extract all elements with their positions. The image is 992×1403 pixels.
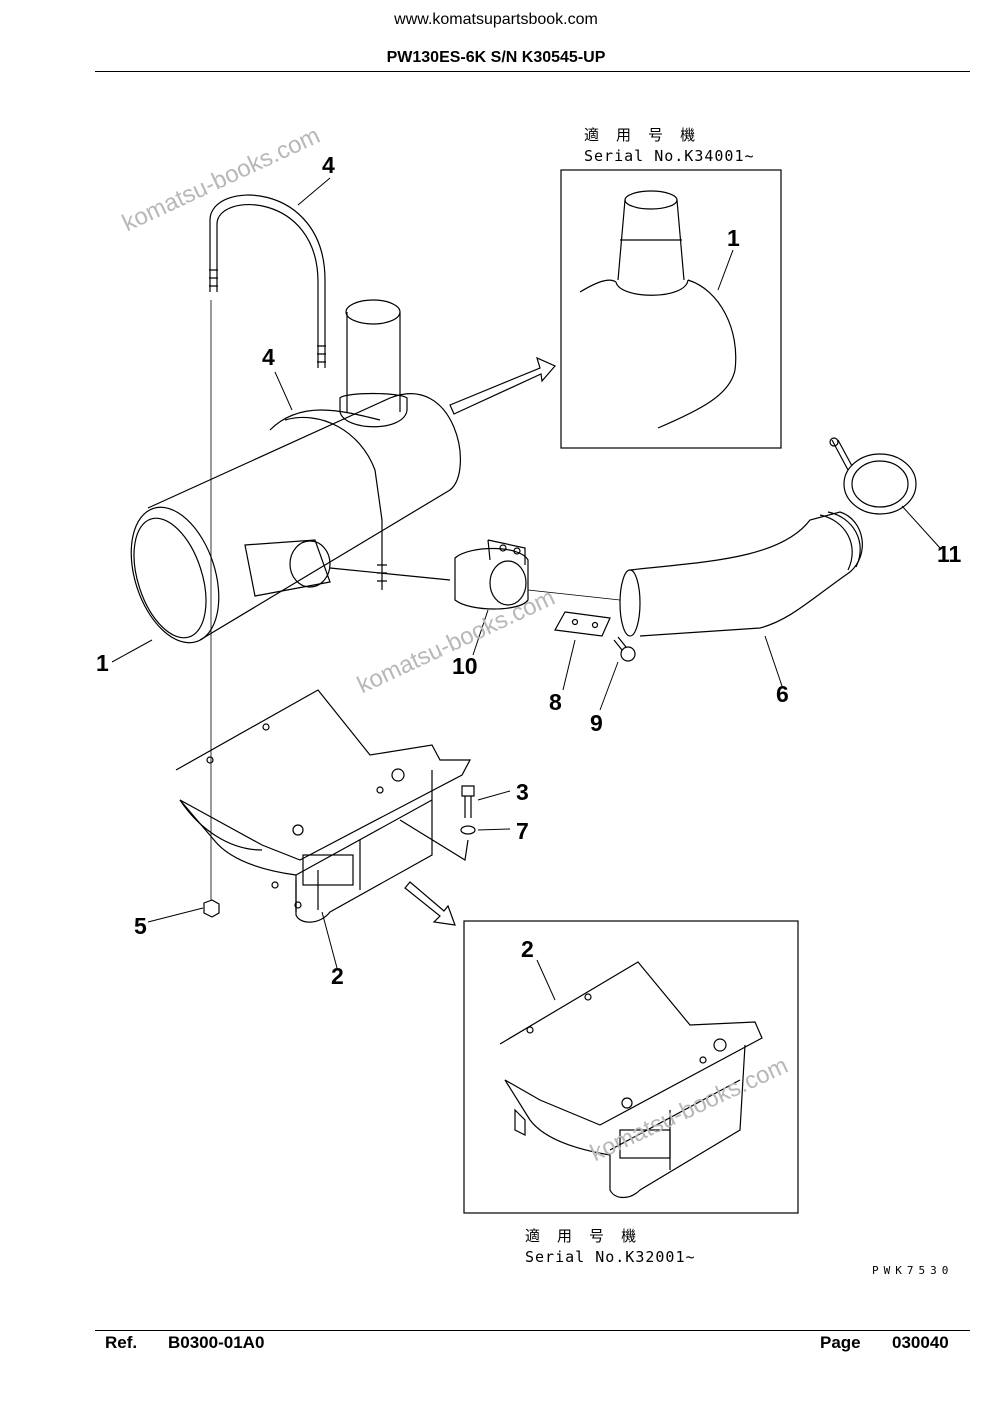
hose (619, 511, 863, 637)
band (284, 416, 387, 590)
callout-1: 1 (96, 650, 109, 676)
drawing-code: PWK7530 (872, 1264, 954, 1277)
u-bolt (209, 194, 326, 900)
inset-upper-cleaner (579, 190, 737, 429)
inset-lower-serial: Serial No.K32001~ (525, 1248, 696, 1266)
plate (554, 611, 611, 637)
callout-7: 7 (516, 818, 529, 844)
callout-2: 2 (331, 963, 344, 989)
ref-value: B0300-01A0 (168, 1333, 265, 1352)
ref-label: Ref. (105, 1333, 138, 1352)
inset-lower-jp-label: 適 用 号 機 (525, 1227, 641, 1245)
callout-5: 5 (134, 913, 147, 939)
callout-3: 3 (516, 779, 529, 805)
inset-upper-jp-label: 適 用 号 機 (584, 126, 700, 144)
inset-lower-bracket (499, 961, 763, 1199)
callout-9: 9 (590, 710, 603, 736)
arrow-to-inset-upper (449, 356, 556, 415)
air-cleaner-body (130, 393, 461, 644)
callout-4-lower: 4 (262, 344, 275, 370)
bracket (175, 689, 471, 923)
callout-1-inset: 1 (727, 225, 740, 251)
leader-lines (111, 177, 941, 1001)
nut (203, 899, 220, 918)
callout-4-upper: 4 (322, 152, 335, 178)
page-label: Page (820, 1333, 861, 1352)
arrow-to-inset-lower (404, 881, 456, 926)
header-rule (95, 71, 970, 72)
site-url: www.komatsupartsbook.com (394, 11, 598, 28)
bolt-small (613, 636, 636, 662)
inset-upper-frame (560, 169, 782, 449)
outlet-pipe (339, 299, 408, 428)
bolt-large (460, 785, 476, 835)
callout-11: 11 (937, 541, 962, 567)
side-inlet (244, 539, 451, 597)
hose-clamp (829, 437, 917, 515)
inset-upper-serial: Serial No.K34001~ (584, 147, 755, 165)
inset-lower-frame (463, 920, 799, 1214)
page-value: 030040 (892, 1333, 949, 1352)
footer-rule (95, 1330, 970, 1331)
sleeve (454, 539, 621, 610)
callout-6: 6 (776, 681, 789, 707)
model-title: PW130ES-6K S/N K30545-UP (386, 49, 606, 66)
callout-8: 8 (549, 689, 562, 715)
callout-10: 10 (452, 653, 478, 679)
callout-2-inset: 2 (521, 936, 534, 962)
